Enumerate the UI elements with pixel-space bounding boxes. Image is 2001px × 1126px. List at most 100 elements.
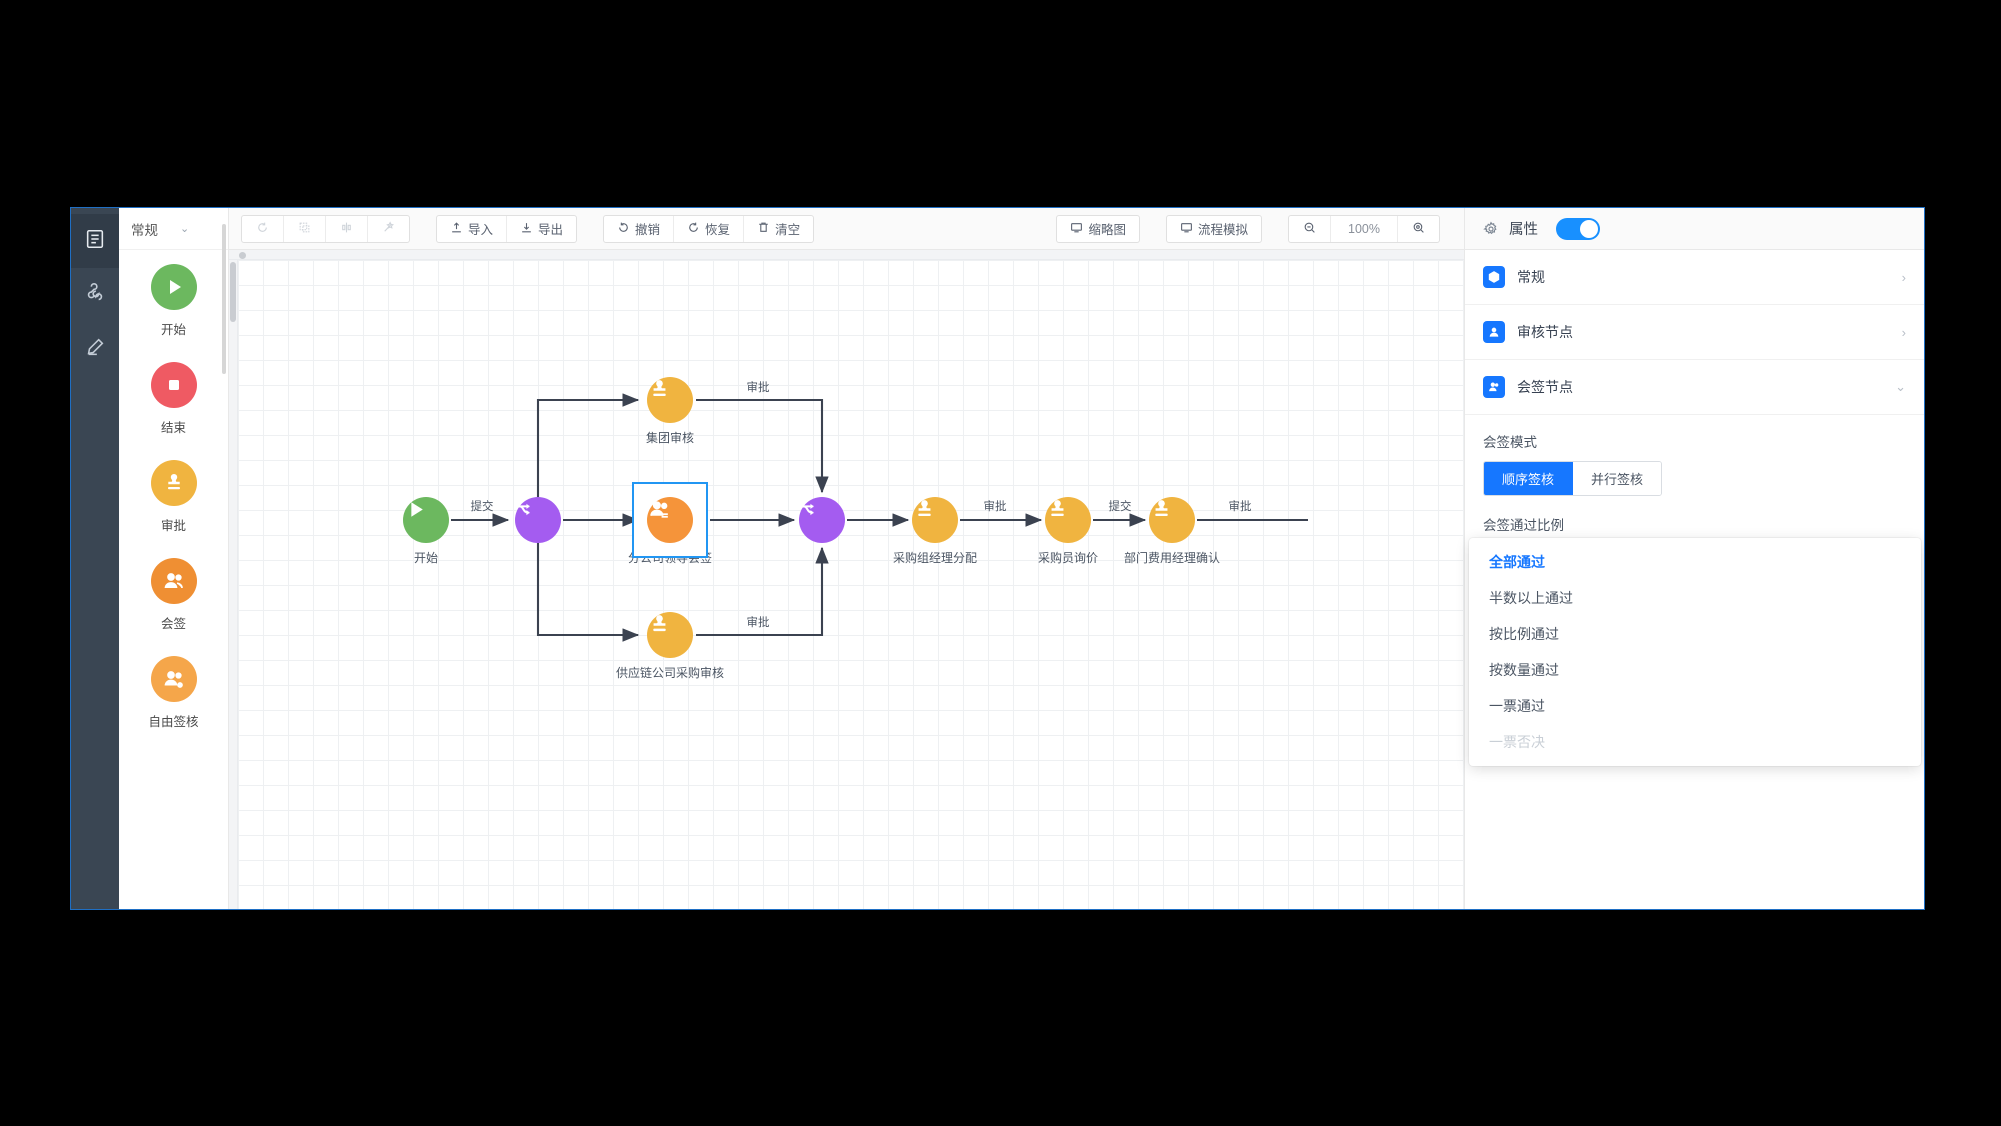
flow-node-branch-countersign[interactable]: 分公司领导会签 bbox=[628, 497, 712, 565]
export-button[interactable]: 导出 bbox=[507, 216, 576, 242]
mode-option-sequential[interactable]: 顺序签核 bbox=[1484, 462, 1574, 495]
palette-item-free-sign[interactable]: 自由签核 bbox=[119, 656, 228, 730]
document-icon bbox=[84, 228, 106, 255]
undo-button[interactable]: 撤销 bbox=[604, 215, 675, 242]
edge-label: 审批 bbox=[983, 501, 1007, 513]
gateway-icon bbox=[799, 497, 845, 543]
flow-node-purchase-assign[interactable]: 采购组经理分配 bbox=[893, 497, 977, 565]
palette-item-end[interactable]: 结束 bbox=[119, 362, 228, 436]
dropdown-option-one-vote-pass[interactable]: 一票通过 bbox=[1489, 698, 1545, 714]
simulate-button[interactable]: 流程模拟 bbox=[1167, 216, 1261, 242]
flow-edges bbox=[451, 393, 1308, 642]
pass-ratio-dropdown[interactable]: 全部通过 半数以上通过 按比例通过 按数量通过 一票通过 一票否决 bbox=[1469, 538, 1921, 766]
users-icon bbox=[1483, 376, 1505, 398]
node-label: 分公司领导会签 bbox=[627, 551, 713, 565]
cube-icon bbox=[1483, 266, 1505, 288]
palette-item-label: 审批 bbox=[160, 519, 186, 533]
undo-arrow-icon bbox=[256, 221, 269, 237]
redo-button[interactable]: 恢复 bbox=[674, 215, 745, 242]
edge-label: 审批 bbox=[746, 382, 770, 394]
toolbar-io-group: 导入 导出 bbox=[436, 214, 578, 243]
toolbar-copy-button[interactable] bbox=[284, 215, 326, 242]
dropdown-option-ratio-pass[interactable]: 按比例通过 bbox=[1489, 626, 1559, 642]
rail-item-connector[interactable] bbox=[71, 268, 119, 322]
import-label: 导入 bbox=[468, 223, 494, 237]
palette-scrollbar[interactable] bbox=[222, 224, 226, 374]
countersign-mode-label: 会签模式 bbox=[1483, 435, 1537, 450]
zoom-value: 100% bbox=[1348, 221, 1380, 236]
redo-label: 恢复 bbox=[705, 223, 731, 237]
node-label: 开始 bbox=[413, 551, 439, 565]
zoom-in-icon bbox=[1412, 221, 1425, 237]
dropdown-option-majority-pass[interactable]: 半数以上通过 bbox=[1489, 590, 1573, 606]
canvas-vscrollbar[interactable] bbox=[229, 260, 238, 909]
node-label: 集团审核 bbox=[645, 431, 695, 445]
palette-item-countersign[interactable]: 会签 bbox=[119, 558, 228, 632]
property-row-review-node[interactable]: 审核节点 › bbox=[1465, 305, 1924, 360]
node-label: 供应链公司采购审核 bbox=[615, 666, 725, 680]
chevron-down-icon: ⌄ bbox=[1895, 379, 1906, 394]
flow-node-supply-review[interactable]: 供应链公司采购审核 bbox=[616, 612, 724, 680]
zoom-out-button[interactable] bbox=[1289, 215, 1332, 242]
trash-icon bbox=[757, 221, 770, 237]
play-icon bbox=[403, 497, 449, 543]
group-gear-icon bbox=[150, 656, 197, 702]
properties-toggle[interactable] bbox=[1556, 217, 1600, 240]
import-button[interactable]: 导入 bbox=[437, 215, 508, 242]
simulate-label: 流程模拟 bbox=[1198, 223, 1249, 237]
rail-item-pen[interactable] bbox=[71, 322, 119, 376]
zoom-in-button[interactable] bbox=[1398, 216, 1439, 242]
chevron-down-icon: ⌄ bbox=[180, 223, 190, 235]
toolbar-rotate-button[interactable] bbox=[242, 215, 284, 242]
property-row-general[interactable]: 常规 › bbox=[1465, 250, 1924, 305]
dropdown-option-count-pass[interactable]: 按数量通过 bbox=[1489, 662, 1559, 678]
zoom-level-display: 100% bbox=[1331, 215, 1398, 242]
clear-button[interactable]: 清空 bbox=[744, 216, 813, 242]
thumbnail-icon bbox=[1070, 221, 1083, 237]
dropdown-option-one-vote-veto: 一票否决 bbox=[1489, 734, 1545, 750]
left-icon-rail bbox=[71, 208, 119, 909]
flow-node-buyer-inquiry[interactable]: 采购员询价 bbox=[1038, 497, 1098, 565]
dropdown-option-all-pass[interactable]: 全部通过 bbox=[1489, 554, 1545, 570]
property-row-label: 常规 bbox=[1517, 269, 1545, 285]
align-icon bbox=[340, 221, 353, 237]
properties-header: 属性 bbox=[1465, 208, 1924, 250]
editor-toolbar: 导入 导出 bbox=[229, 208, 1464, 250]
flow-node-start[interactable]: 开始 bbox=[403, 497, 449, 565]
thumbnail-button[interactable]: 缩略图 bbox=[1057, 216, 1139, 242]
flow-node-gateway-2[interactable] bbox=[799, 497, 845, 543]
flow-diagram: 开始 bbox=[238, 260, 1464, 909]
stamp-icon bbox=[1149, 497, 1195, 543]
toolbar-align-button[interactable] bbox=[326, 215, 368, 242]
mode-option-parallel[interactable]: 并行签核 bbox=[1573, 462, 1662, 495]
properties-title: 属性 bbox=[1509, 222, 1538, 238]
palette-item-approve[interactable]: 审批 bbox=[119, 460, 228, 534]
chevron-right-icon: › bbox=[1901, 269, 1906, 285]
toolbar-simulate-group: 流程模拟 bbox=[1166, 214, 1263, 243]
rail-item-document[interactable] bbox=[71, 214, 119, 268]
toolbar-icon-group bbox=[241, 214, 410, 243]
palette-item-start[interactable]: 开始 bbox=[119, 264, 228, 338]
palette-item-label: 结束 bbox=[160, 421, 186, 435]
edge-label: 提交 bbox=[470, 501, 494, 513]
group-icon bbox=[647, 497, 693, 543]
pass-ratio-label: 会签通过比例 bbox=[1483, 518, 1564, 533]
palette-item-label: 开始 bbox=[160, 323, 186, 337]
flow-node-dept-cost-confirm[interactable]: 部门费用经理确认 bbox=[1124, 497, 1220, 565]
flow-node-group-review[interactable]: 集团审核 bbox=[646, 377, 694, 445]
stamp-icon bbox=[912, 497, 958, 543]
palette-group-header[interactable]: 常规 ⌄ bbox=[119, 208, 228, 250]
toolbar-magic-button[interactable] bbox=[368, 216, 409, 242]
canvas-hscrollbar[interactable] bbox=[229, 250, 1464, 260]
flow-designer-window: 常规 ⌄ 开始 结束 bbox=[70, 207, 1925, 910]
import-icon bbox=[450, 221, 463, 237]
node-label: 采购组经理分配 bbox=[892, 551, 978, 565]
flow-node-gateway-1[interactable] bbox=[515, 497, 561, 543]
property-row-label: 会签节点 bbox=[1517, 379, 1573, 395]
countersign-mode-segmented: 顺序签核 并行签核 bbox=[1483, 461, 1663, 496]
link-icon bbox=[84, 282, 106, 309]
property-row-countersign-node[interactable]: 会签节点 ⌄ bbox=[1465, 360, 1924, 415]
flow-canvas[interactable]: 开始 bbox=[229, 250, 1464, 909]
copy-icon bbox=[298, 221, 311, 237]
user-icon bbox=[1483, 321, 1505, 343]
